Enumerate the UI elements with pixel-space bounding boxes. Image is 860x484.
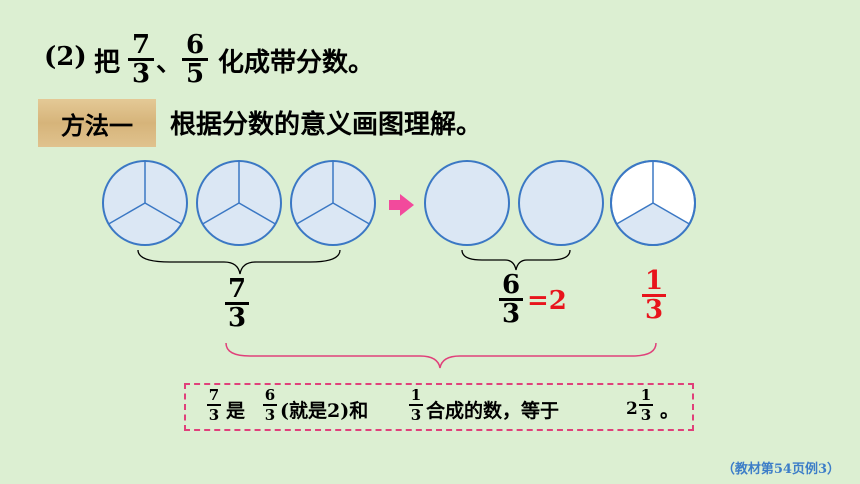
circle-thirds-4 <box>610 160 696 246</box>
circle-whole-1 <box>424 160 510 246</box>
circle-thirds-1 <box>102 160 188 246</box>
brace-mid <box>461 249 571 271</box>
circle-thirds-2 <box>196 160 282 246</box>
brace-combined <box>225 342 657 369</box>
summary-box <box>184 383 694 431</box>
summary-text-4: 。 <box>660 400 680 422</box>
circle-thirds-3 <box>290 160 376 246</box>
method-description: 根据分数的意义画图理解。 <box>170 110 483 140</box>
arrow-right-icon <box>389 194 414 216</box>
separator: 、 <box>156 48 183 78</box>
label-equals-two: =2 <box>527 286 567 316</box>
summary-text-2: (就是2)和 <box>280 400 369 422</box>
item-number: (2) <box>44 42 87 72</box>
source-note: （教材第54页例3） <box>721 462 840 477</box>
header-tail: 化成带分数。 <box>218 48 375 78</box>
circle-whole-2 <box>518 160 604 246</box>
summary-text-1: 是 <box>226 400 246 422</box>
summary-text-3: 合成的数，等于 <box>426 400 560 422</box>
summary-mixed-whole: 2 <box>626 399 638 419</box>
verb: 把 <box>94 48 121 78</box>
method-tag: 方法一 <box>38 99 156 147</box>
brace-left <box>137 249 341 275</box>
